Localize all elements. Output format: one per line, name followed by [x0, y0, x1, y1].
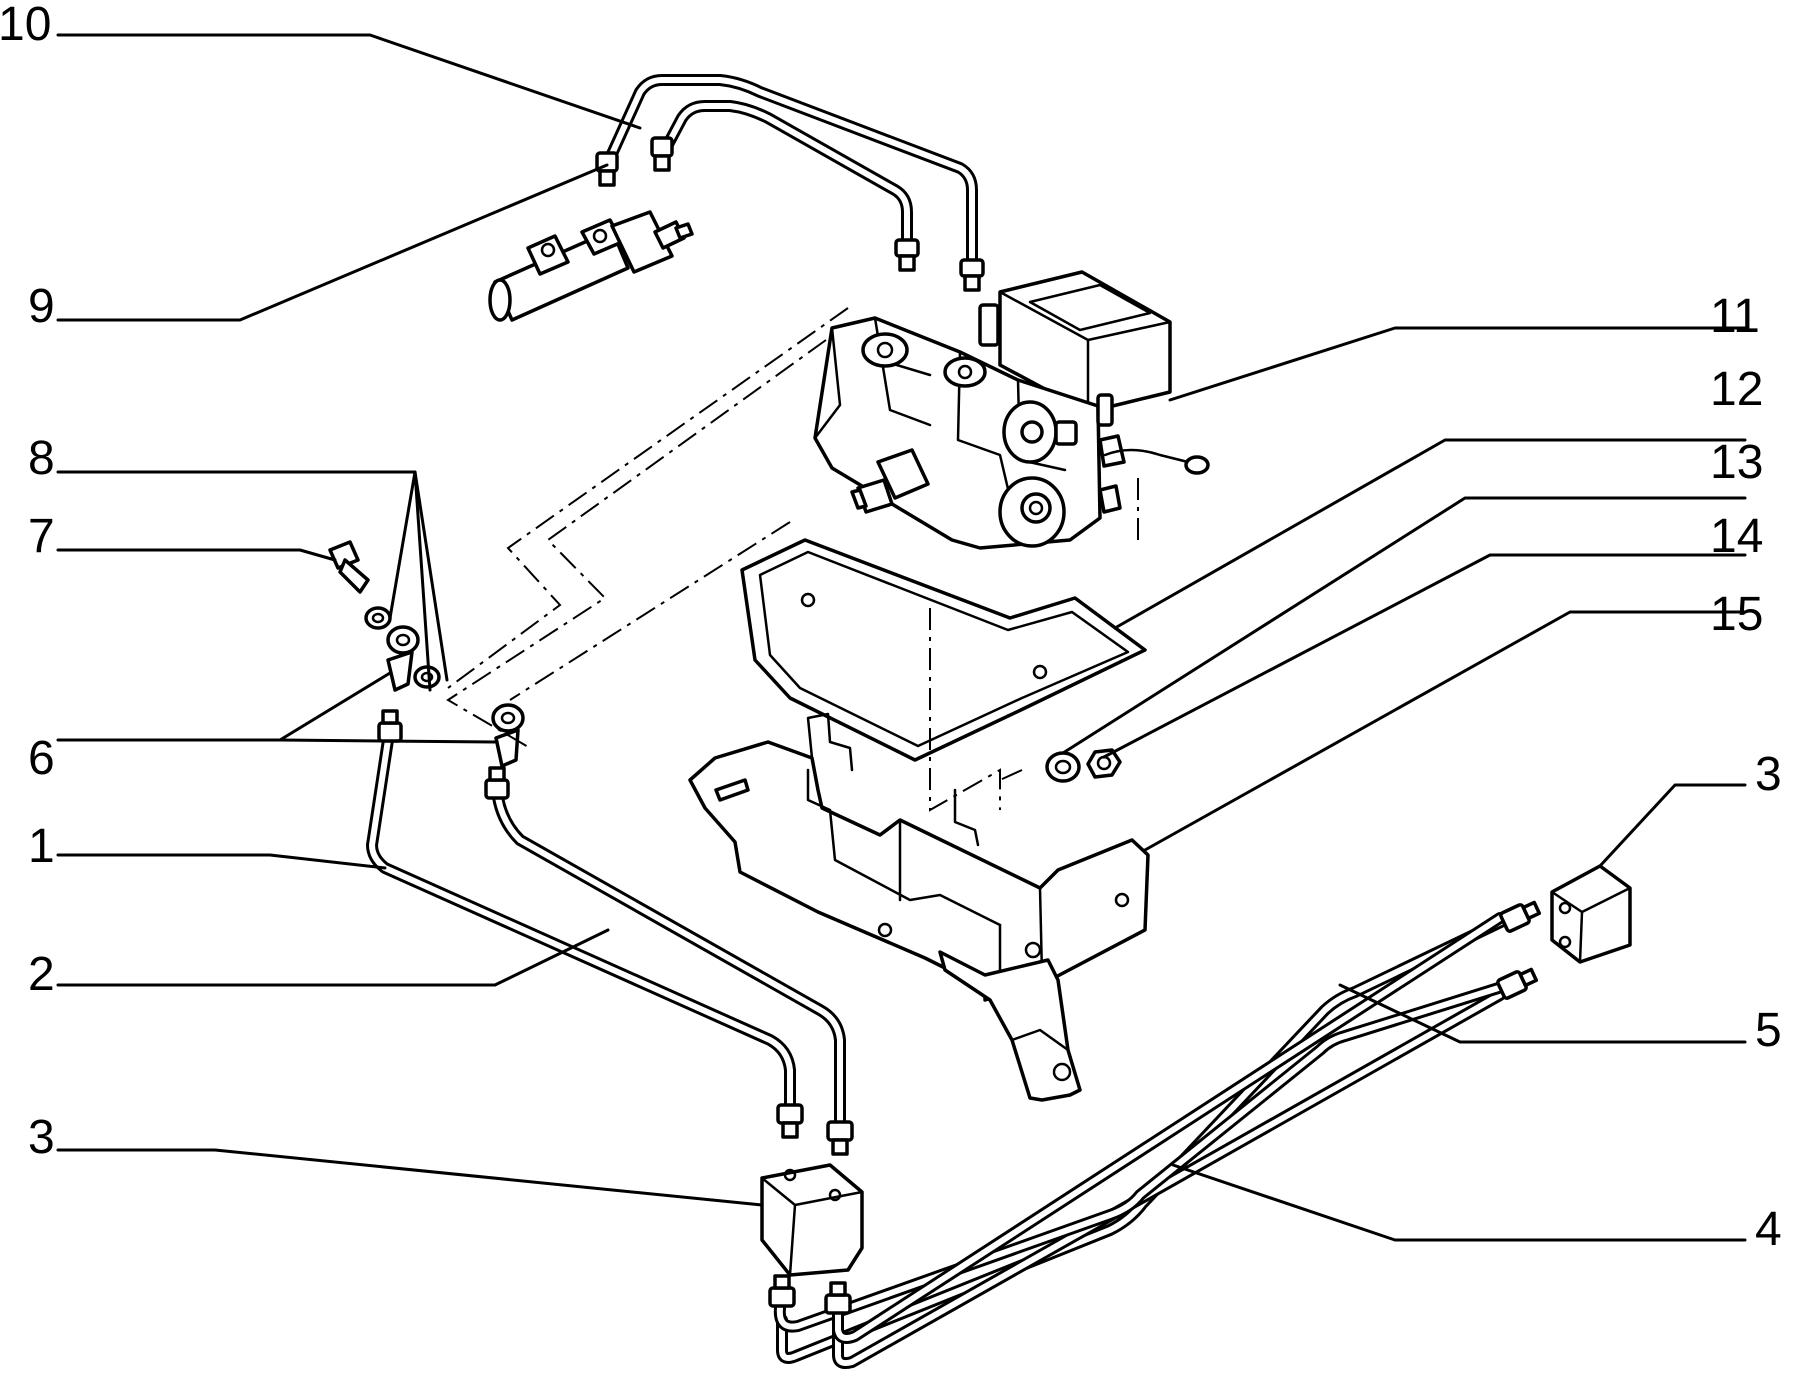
callout-labels: 10 9 8 7 6 1 2 3 11 12 13 14 15 3 5 4 — [0, 0, 1782, 1256]
callout-13: 13 — [1710, 436, 1763, 489]
callout-11: 11 — [1710, 290, 1760, 343]
callout-2: 2 — [28, 948, 55, 1001]
master-cylinder — [488, 210, 694, 322]
mounting-bracket — [688, 712, 1150, 1102]
leader-lines — [56, 33, 1747, 1242]
callout-10: 10 — [0, 0, 51, 51]
pipe-4 — [776, 914, 1511, 1370]
junction-block-upper — [1550, 864, 1632, 964]
pipe-5 — [773, 912, 1514, 1344]
callout-6: 6 — [28, 732, 55, 785]
callout-14: 14 — [1710, 510, 1763, 563]
callout-12: 12 — [1710, 363, 1763, 416]
callout-5: 5 — [1755, 1004, 1782, 1057]
callout-9: 9 — [28, 280, 55, 333]
mounting-pad — [740, 538, 1147, 762]
callout-3-lower: 3 — [28, 1111, 55, 1164]
callout-15: 15 — [1710, 588, 1763, 641]
callout-8: 8 — [28, 432, 55, 485]
junction-block-lower — [760, 1163, 864, 1277]
nut-and-washer — [1045, 748, 1122, 783]
pipe-10 — [601, 74, 978, 274]
pipe-1 — [366, 734, 796, 1111]
callout-7: 7 — [28, 510, 55, 563]
pipe-2 — [491, 784, 846, 1131]
abs-modulator — [813, 270, 1210, 550]
callout-3-upper: 3 — [1755, 748, 1782, 801]
phantom-lines — [446, 307, 1139, 812]
banjo-fittings — [328, 540, 525, 768]
callout-4: 4 — [1755, 1203, 1782, 1256]
callout-1: 1 — [28, 820, 55, 873]
